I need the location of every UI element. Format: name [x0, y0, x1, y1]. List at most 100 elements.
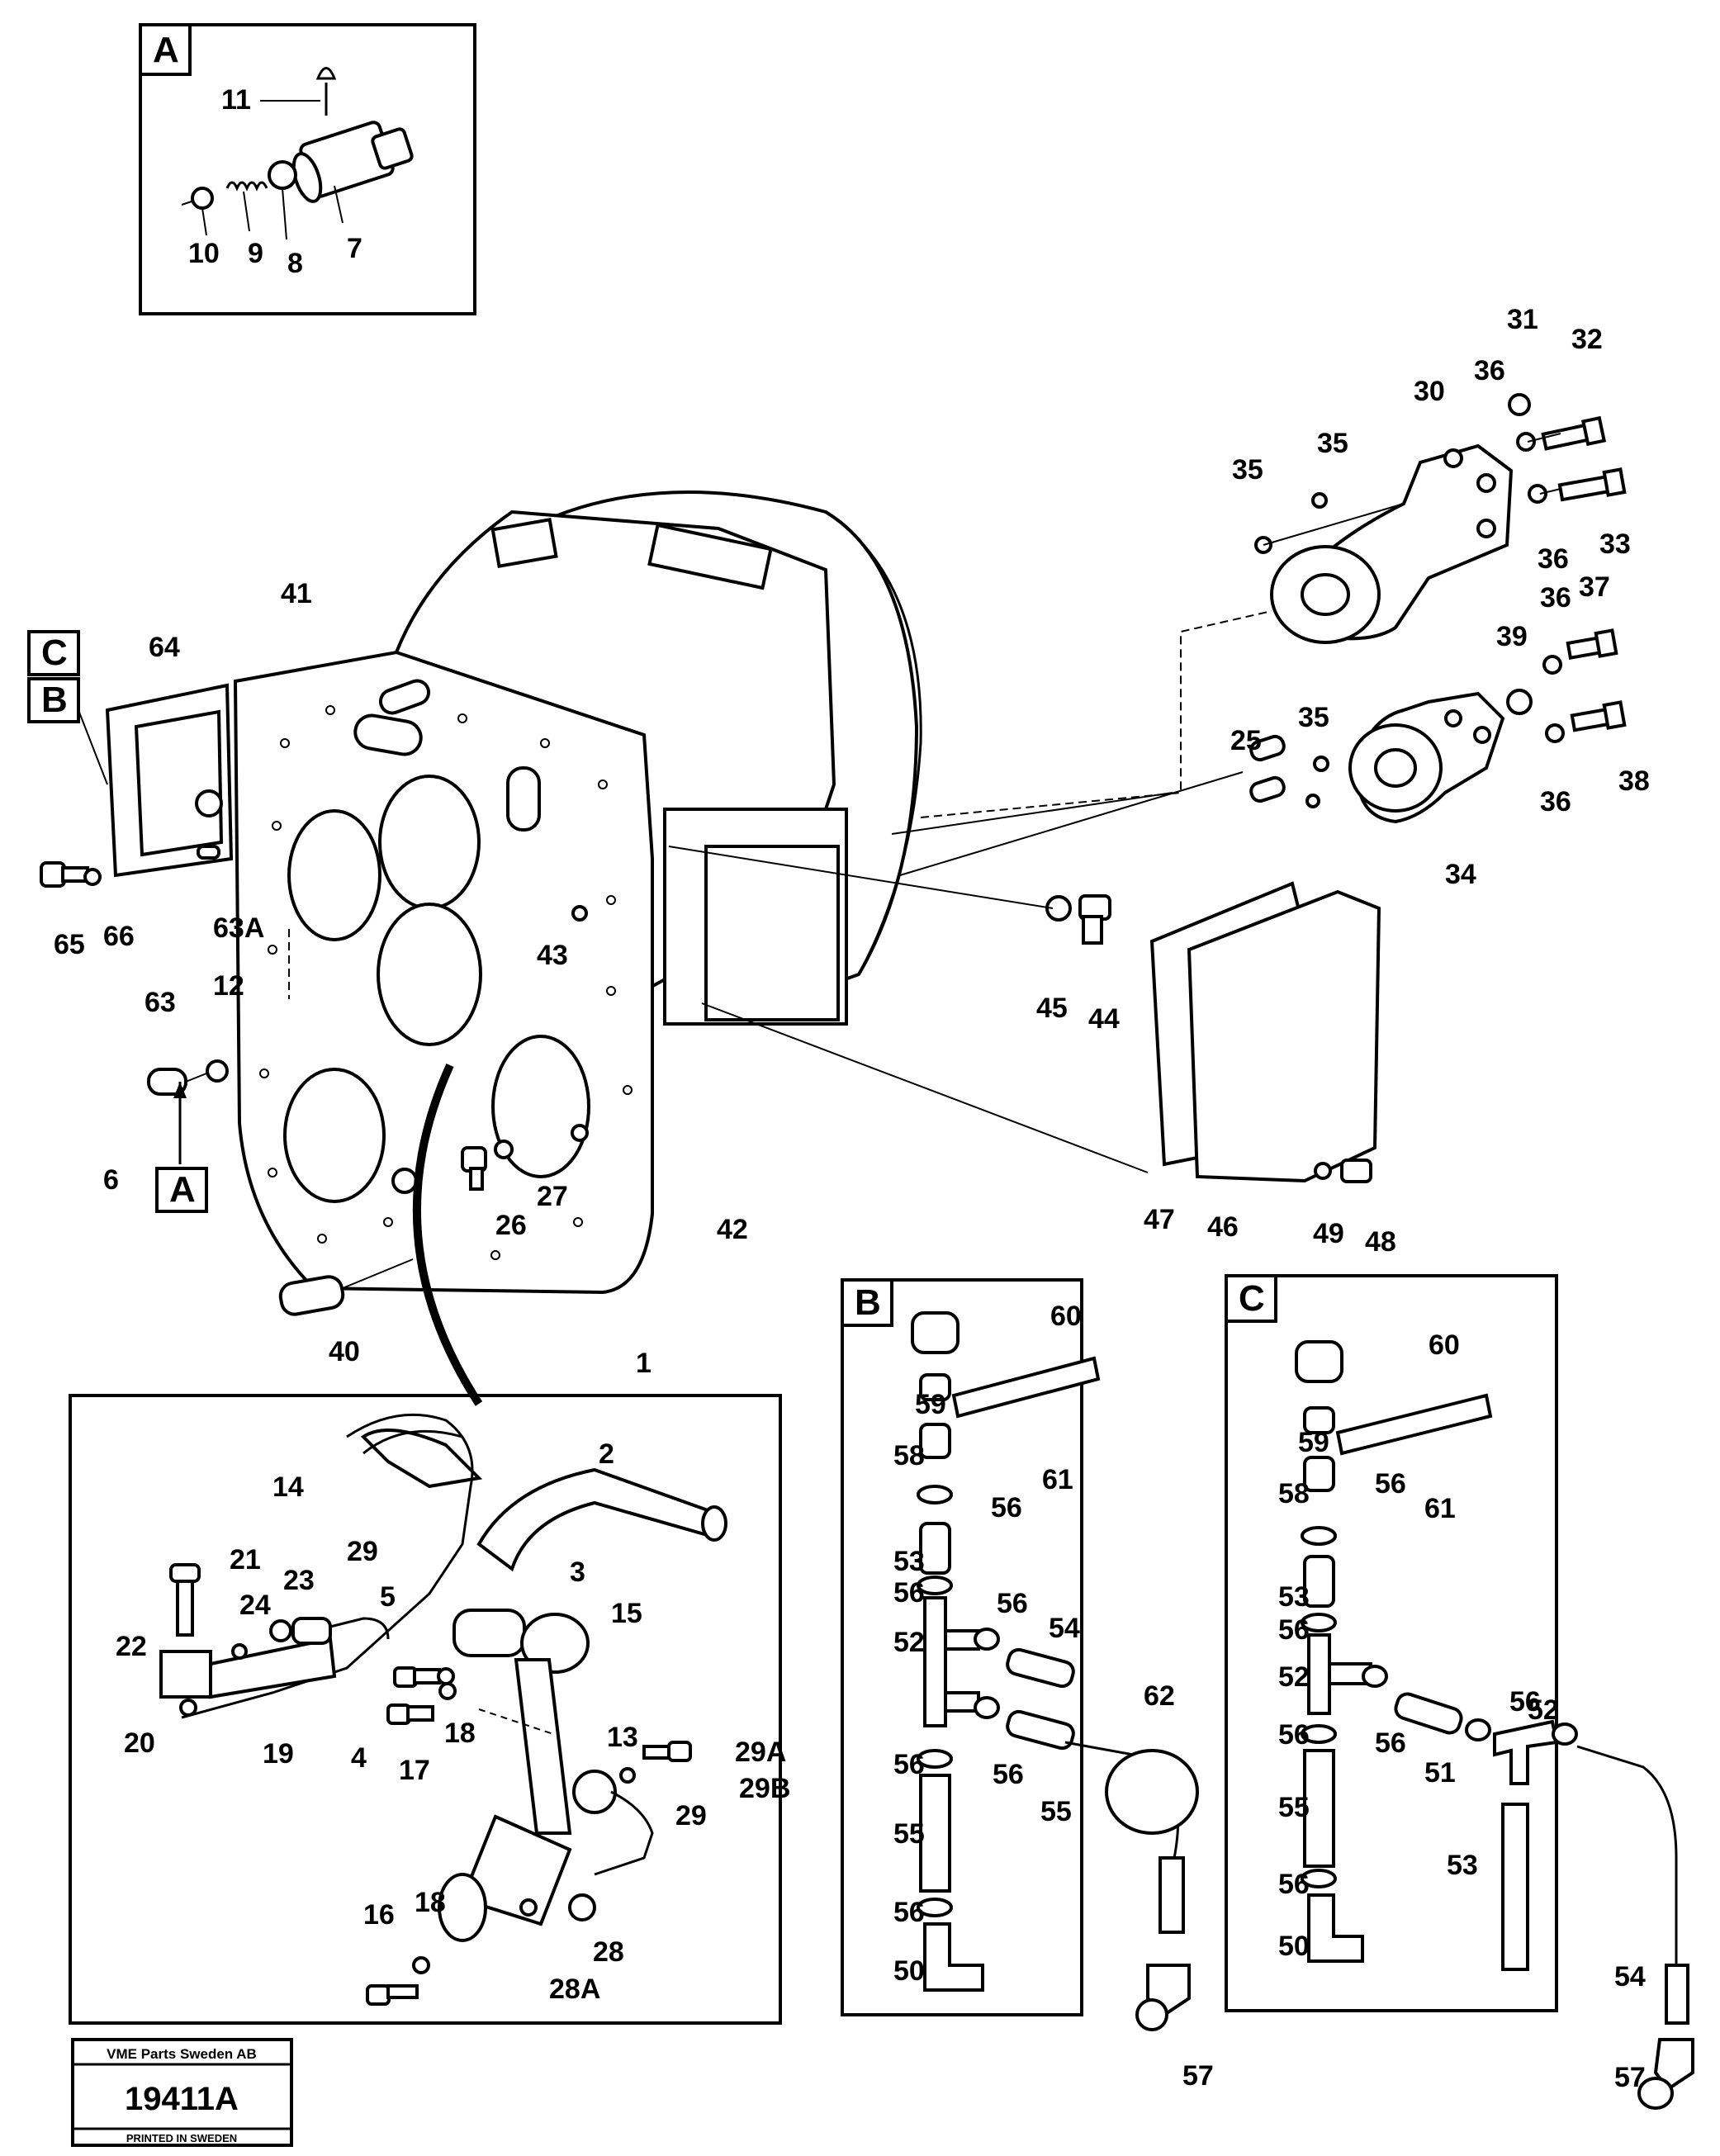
part-label: 35	[1232, 454, 1263, 486]
part-label: 52	[893, 1627, 925, 1658]
detail-tag-c: C	[41, 633, 68, 673]
part-label: 12	[213, 970, 244, 1002]
part-label: 36	[1474, 355, 1505, 386]
detail-tag-c: C	[1239, 1278, 1265, 1319]
tag-c-box	[27, 630, 80, 676]
part-label: 56	[1375, 1727, 1406, 1759]
part-label: 48	[1365, 1226, 1396, 1258]
part-label: 55	[893, 1818, 925, 1850]
part-label: 66	[103, 921, 135, 952]
tag-a-box	[155, 1167, 208, 1213]
lower-bracket	[1249, 628, 1627, 824]
part-label: 50	[1278, 1931, 1310, 1962]
part-label: 41	[281, 578, 312, 609]
part-label: 3	[570, 1557, 585, 1588]
housing-bolt-holes	[259, 705, 633, 1260]
part-label: 18	[444, 1718, 476, 1749]
part-label: 49	[1313, 1218, 1344, 1249]
part-label: 18	[415, 1887, 446, 1918]
part-label: 42	[717, 1214, 748, 1245]
stamp-company: VME Parts Sweden AB	[107, 2046, 257, 2062]
part-label: 30	[1414, 376, 1445, 407]
part-label: 11	[221, 84, 251, 116]
part-label: 15	[611, 1598, 642, 1629]
part-label: 17	[399, 1755, 430, 1786]
part-label: 58	[1278, 1478, 1310, 1509]
part-label: 58	[893, 1440, 925, 1471]
part-label: 56	[991, 1492, 1022, 1523]
part-label: 55	[1040, 1796, 1072, 1827]
part-label: 59	[915, 1389, 946, 1420]
inset-a-frame	[139, 23, 476, 315]
part-label: 25	[1230, 725, 1262, 756]
part-label: 52	[1528, 1694, 1559, 1726]
part-label: 56	[893, 1749, 925, 1780]
part-label: 36	[1538, 543, 1569, 575]
part-label: 53	[1278, 1581, 1310, 1613]
part-label: 46	[1207, 1211, 1239, 1243]
part-label: 56	[993, 1759, 1024, 1790]
part-label: 27	[537, 1181, 568, 1212]
tag-b-box	[27, 677, 80, 723]
part-label: 56	[997, 1588, 1028, 1619]
part-label: 1	[636, 1348, 652, 1379]
part-label: 63	[145, 987, 176, 1018]
part-label: 47	[1144, 1204, 1175, 1235]
part-label: 29	[675, 1800, 707, 1831]
part-label: 9	[248, 238, 263, 269]
part-label: 13	[607, 1722, 638, 1753]
part-label: 56	[1375, 1468, 1406, 1500]
part-label: 56	[1278, 1719, 1310, 1751]
detail-tag-b: B	[41, 680, 68, 720]
part-label: 7	[347, 233, 362, 264]
part-label: 56	[893, 1897, 925, 1928]
part-label: 43	[537, 940, 568, 971]
part-label: 4	[351, 1742, 367, 1774]
part-label: 52	[1278, 1661, 1310, 1693]
upper-bracket	[1254, 393, 1627, 644]
pipe-inset-frame	[69, 1394, 782, 2025]
part-label: 65	[54, 929, 85, 960]
part-label: 29B	[739, 1773, 790, 1804]
part-label: 6	[103, 1164, 119, 1196]
part-label: 35	[1317, 428, 1348, 459]
part-label: 20	[124, 1727, 155, 1759]
part-label: 29A	[735, 1737, 786, 1768]
part-label: 51	[1424, 1757, 1456, 1789]
part-label: 50	[893, 1955, 925, 1987]
part-label: 44	[1088, 1003, 1120, 1035]
part-label: 38	[1618, 765, 1650, 797]
part-label: 59	[1298, 1427, 1329, 1458]
part-label: 31	[1507, 304, 1538, 335]
detail-tag-a: A	[169, 1169, 196, 1210]
part-label: 39	[1496, 621, 1528, 652]
inset-b-parts	[911, 1311, 1199, 2031]
part-label: 54	[1049, 1613, 1080, 1644]
inset-a-parts	[181, 67, 414, 240]
connector-curve	[412, 1063, 483, 1406]
inset-c-parts	[1295, 1340, 1694, 2110]
part-label: 19	[263, 1738, 294, 1770]
part-label: 5	[380, 1581, 396, 1613]
part-label: 35	[1298, 702, 1329, 733]
part-label: 10	[188, 238, 220, 269]
part-label: 53	[1447, 1850, 1478, 1881]
part-label: 28A	[549, 1974, 600, 2005]
part-label: 34	[1445, 859, 1476, 890]
part-label: 61	[1042, 1464, 1073, 1495]
part-label: 36	[1540, 582, 1571, 614]
part-label: 57	[1182, 2060, 1214, 2092]
part-label: 61	[1424, 1493, 1456, 1524]
detail-tag-b: B	[855, 1282, 881, 1323]
part-label: 55	[1278, 1792, 1310, 1823]
inset-c-frame	[1225, 1274, 1558, 2012]
part-label: 16	[363, 1899, 395, 1931]
detail-tag-a: A	[153, 30, 179, 70]
stamp-number: 19411A	[125, 2081, 239, 2117]
part-label: 54	[1614, 1961, 1646, 1993]
part-label: 63A	[213, 912, 264, 944]
part-label: 32	[1571, 324, 1603, 355]
part-label: 60	[1429, 1329, 1460, 1361]
part-label: 57	[1614, 2062, 1646, 2093]
